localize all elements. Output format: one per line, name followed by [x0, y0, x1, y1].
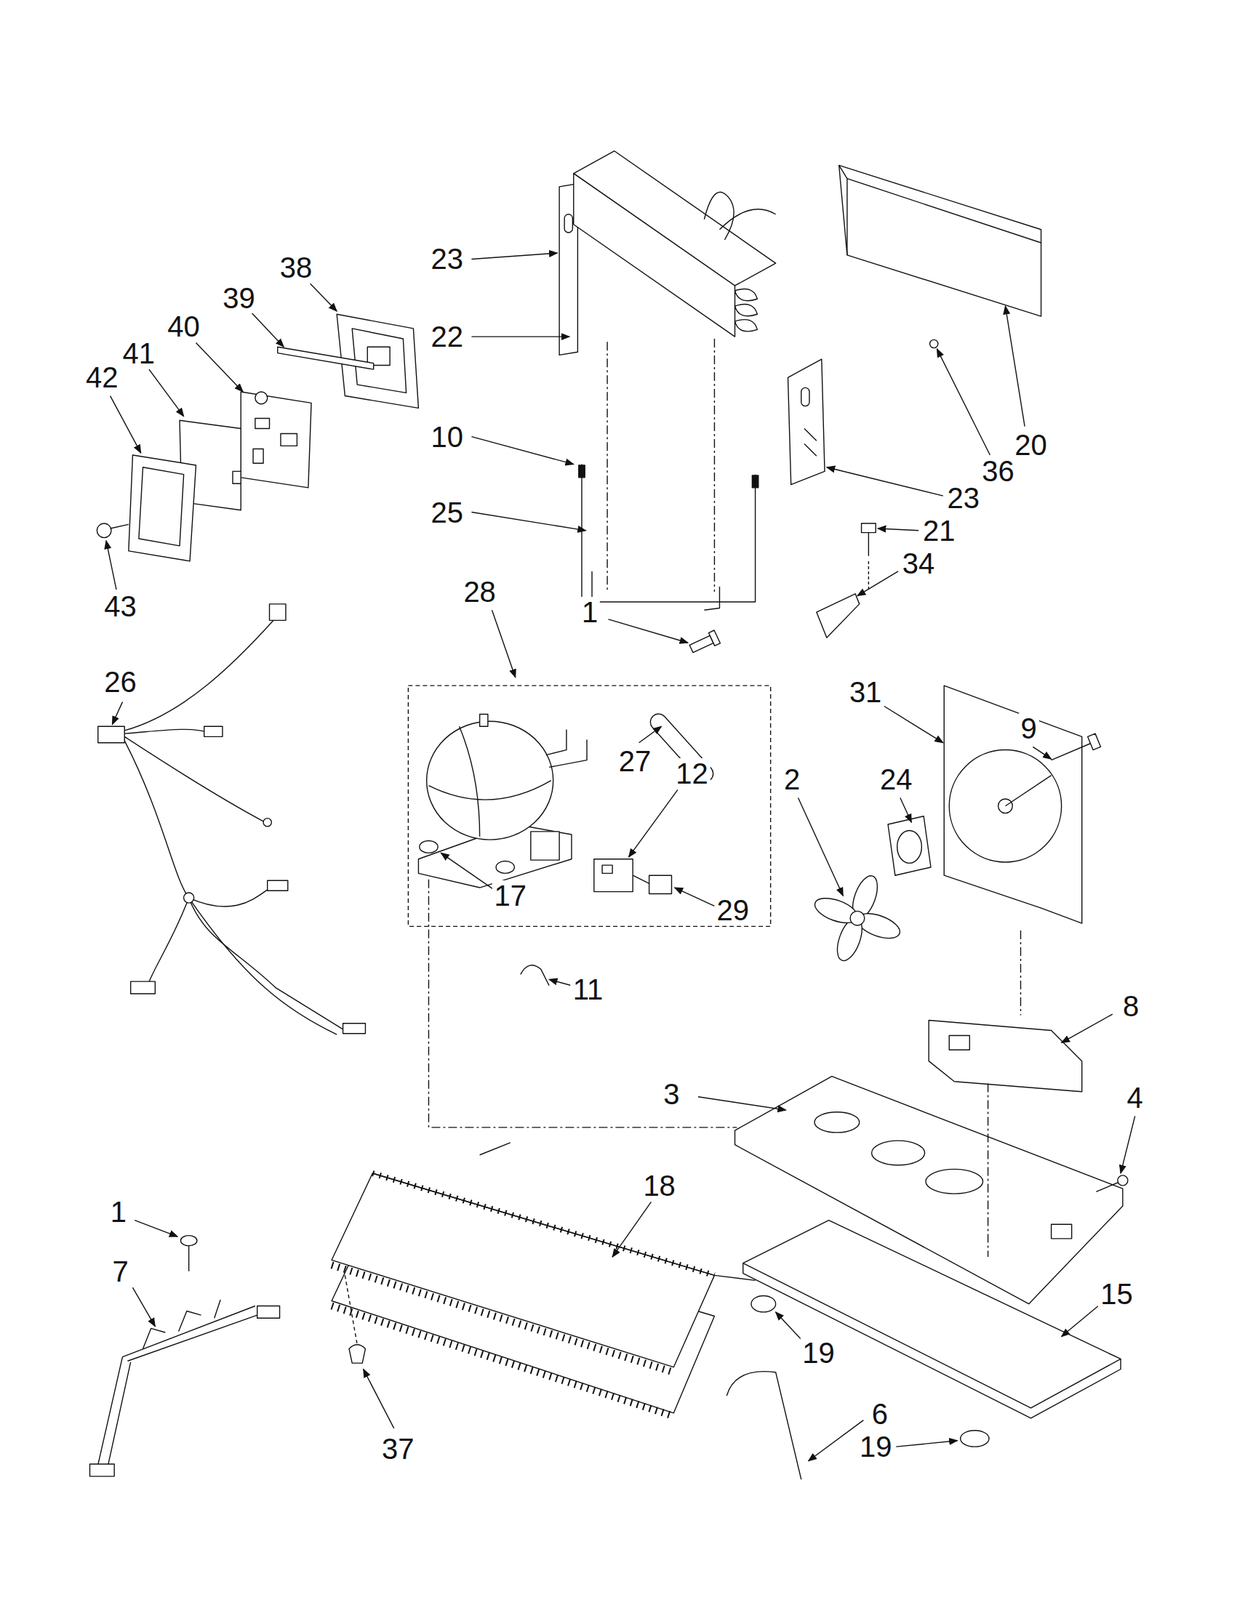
callout-number: 36 — [979, 455, 1017, 487]
callout-number: 22 — [428, 321, 466, 352]
callout-number: 19 — [799, 1338, 838, 1369]
callout-number: 42 — [83, 362, 121, 393]
callout-number: 40 — [165, 311, 203, 342]
compressor — [407, 630, 771, 987]
evaporator — [559, 151, 825, 611]
callout-number: 27 — [616, 746, 654, 777]
callout-number: 7 — [109, 1256, 131, 1288]
condenser-fan — [811, 685, 1101, 1016]
callout-number: 31 — [847, 677, 885, 708]
callout-number: 1 — [108, 1197, 129, 1228]
callout-number: 26 — [101, 666, 139, 698]
callout-number: 12 — [673, 758, 711, 790]
callout-number: 38 — [277, 252, 315, 283]
callout-number: 23 — [945, 482, 983, 514]
callout-number: 39 — [220, 282, 258, 314]
callout-number: 15 — [1098, 1279, 1136, 1310]
callout-number: 10 — [428, 421, 466, 453]
leader-lines — [106, 253, 1136, 1462]
callout-number: 4 — [1125, 1082, 1146, 1114]
callout-number: 43 — [101, 591, 139, 622]
callout-number: 2 — [781, 764, 803, 795]
callout-number: 28 — [461, 576, 499, 608]
callout-number: 20 — [1012, 429, 1050, 461]
callout-number: 41 — [120, 338, 158, 369]
cover — [816, 165, 1042, 638]
callout-number: 29 — [714, 895, 752, 926]
callout-number: 34 — [900, 548, 938, 579]
callout-number: 21 — [920, 515, 958, 547]
callout-number: 3 — [661, 1079, 682, 1110]
callout-number: 37 — [379, 1434, 417, 1465]
control-parts — [96, 314, 419, 562]
callout-number: 9 — [1018, 713, 1040, 744]
callout-number: 17 — [491, 880, 529, 912]
callout-number: 18 — [640, 1170, 678, 1202]
callout-number: 19 — [857, 1431, 895, 1463]
callout-number: 6 — [869, 1399, 891, 1430]
base-plate — [428, 879, 1128, 1480]
wire-harness — [90, 1236, 280, 1477]
callout-number: 11 — [570, 974, 606, 1006]
wire-harness — [98, 604, 366, 1035]
callout-number: 8 — [1120, 991, 1142, 1022]
callout-number: 25 — [428, 497, 466, 528]
callout-number: 24 — [877, 764, 915, 795]
callout-number: 23 — [428, 243, 466, 275]
condenser-coil — [331, 1143, 755, 1417]
callout-number: 1 — [579, 597, 600, 628]
